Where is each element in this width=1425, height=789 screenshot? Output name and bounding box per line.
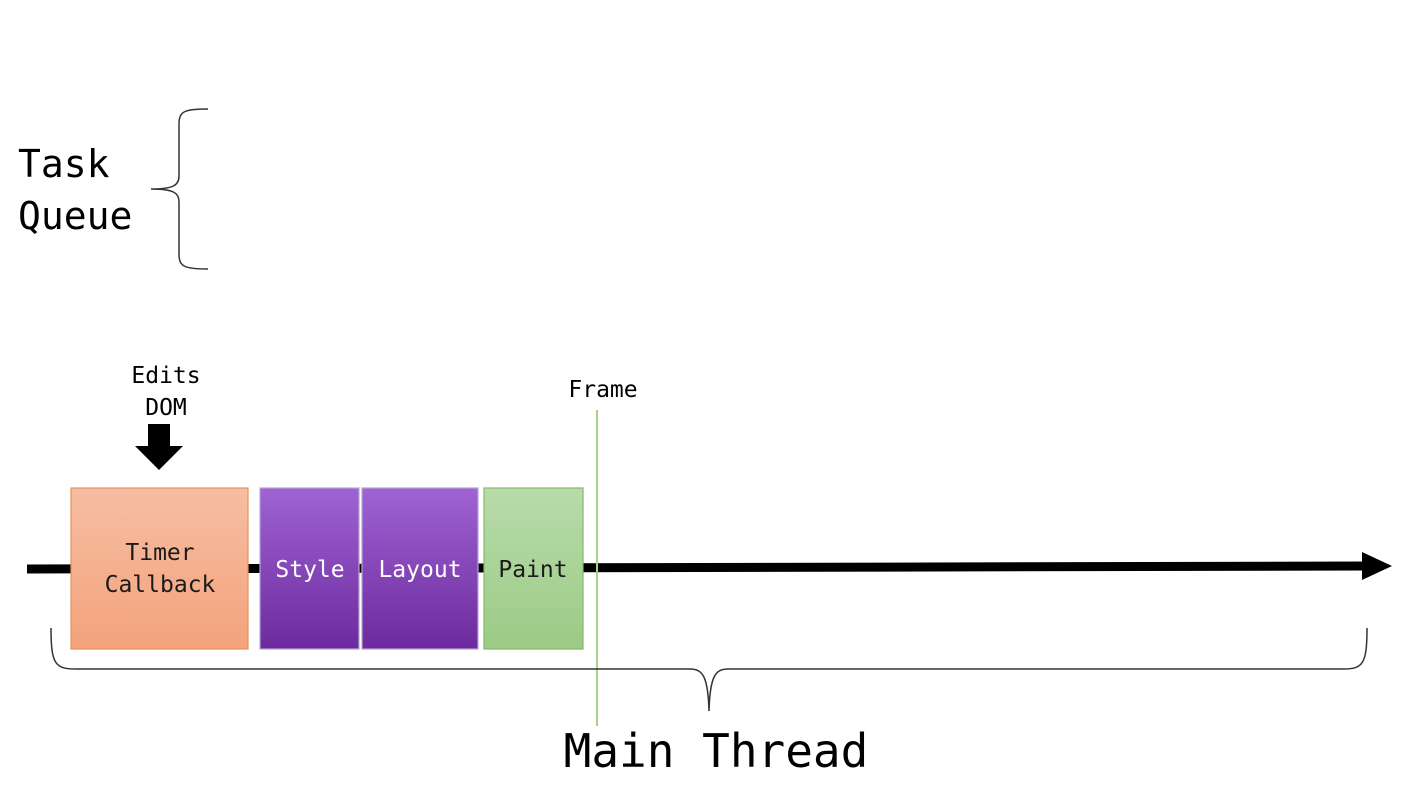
task-block-style: Style [259, 487, 360, 650]
timeline-axis [26, 561, 1367, 574]
task-block-layout: Layout [361, 487, 479, 650]
task-queue-brace [150, 108, 209, 270]
edits-dom-label-line1: Edits [131, 363, 200, 389]
timer-callback-label-line2: Callback [105, 572, 216, 598]
frame-label: Frame [568, 377, 637, 403]
paint-label: Paint [498, 557, 567, 583]
main-thread-brace [50, 627, 1368, 712]
main-thread-label: Main Thread [564, 724, 869, 778]
layout-label: Layout [378, 557, 461, 583]
style-label: Style [275, 557, 344, 583]
task-block-paint: Paint [483, 487, 584, 650]
timeline-arrowhead [1362, 552, 1392, 580]
timer-callback-label-line1: Timer [125, 540, 194, 566]
task-block-timer-callback: Timer Callback [70, 487, 249, 650]
edits-dom-label-line2: DOM [145, 395, 187, 421]
task-queue-label-line1: Task [18, 142, 110, 186]
down-arrow-icon [135, 424, 183, 470]
task-queue-label-line2: Queue [18, 194, 132, 238]
